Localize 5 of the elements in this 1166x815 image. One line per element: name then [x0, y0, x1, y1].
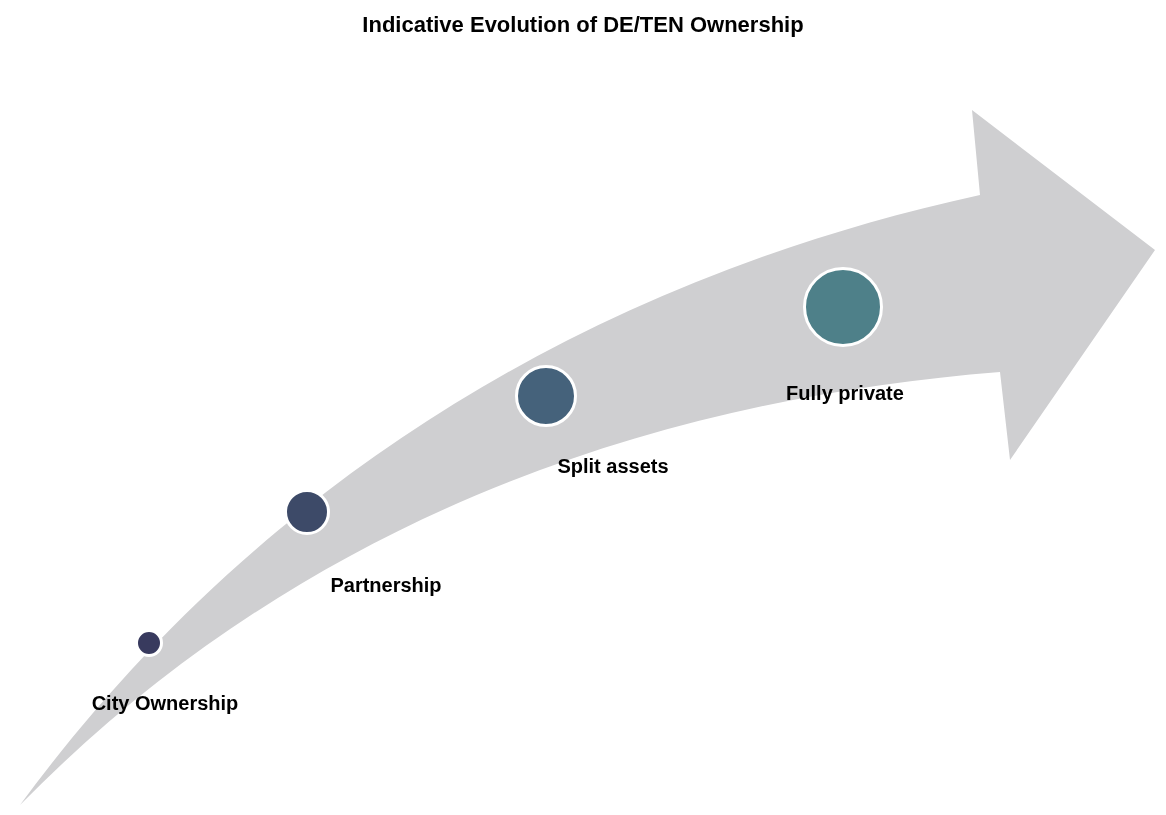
- diagram-title: Indicative Evolution of DE/TEN Ownership: [362, 11, 804, 39]
- milestone-label: Fully private: [786, 381, 904, 406]
- milestone-label: City Ownership: [91, 691, 239, 716]
- milestone-label: Split assets: [557, 454, 669, 479]
- milestone-label: Partnership: [330, 573, 442, 598]
